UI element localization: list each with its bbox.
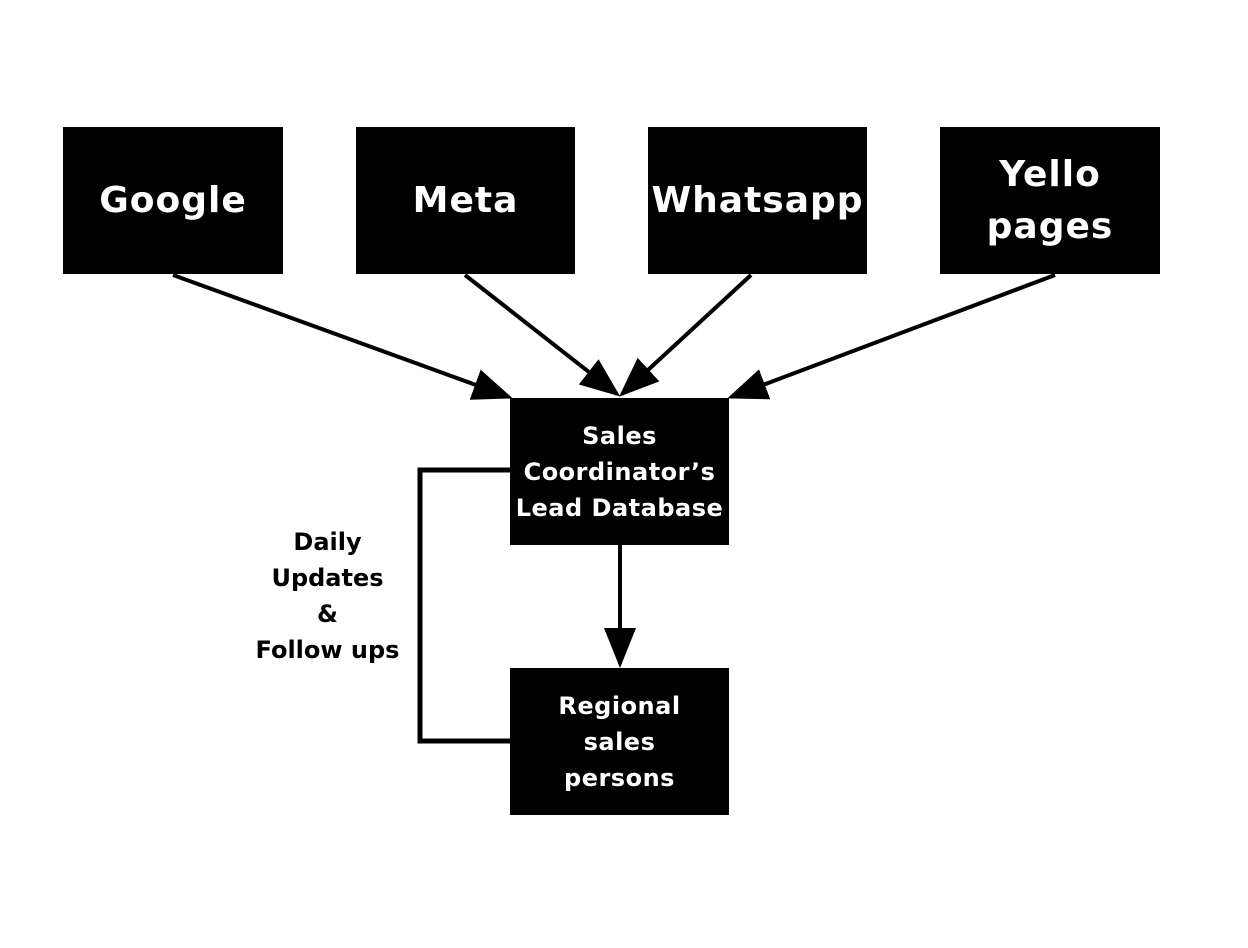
node-yello-pages: Yello pages xyxy=(940,127,1160,274)
feedback-loop-line xyxy=(417,467,510,744)
node-whatsapp: Whatsapp xyxy=(648,127,867,274)
node-lead-database: Sales Coordinator’s Lead Database xyxy=(510,398,729,545)
node-google-label: Google xyxy=(99,179,247,221)
node-meta-label: Meta xyxy=(412,179,519,221)
arrow-yello-pages-to-lead-database xyxy=(727,273,1056,400)
node-yello-pages-label: Yello pages xyxy=(986,153,1114,247)
node-regional-sales: Regional sales persons xyxy=(510,668,729,815)
feedback-loop-label: Daily Updates & Follow ups xyxy=(255,528,400,664)
node-whatsapp-label: Whatsapp xyxy=(651,179,864,221)
arrow-whatsapp-to-lead-database xyxy=(619,273,753,397)
node-lead-database-label: Sales Coordinator’s Lead Database xyxy=(515,421,724,522)
arrow-google-to-lead-database xyxy=(172,273,513,400)
node-google: Google xyxy=(63,127,283,274)
node-meta: Meta xyxy=(356,127,575,274)
node-regional-sales-label: Regional sales persons xyxy=(558,691,681,792)
arrow-meta-to-lead-database xyxy=(463,273,621,397)
